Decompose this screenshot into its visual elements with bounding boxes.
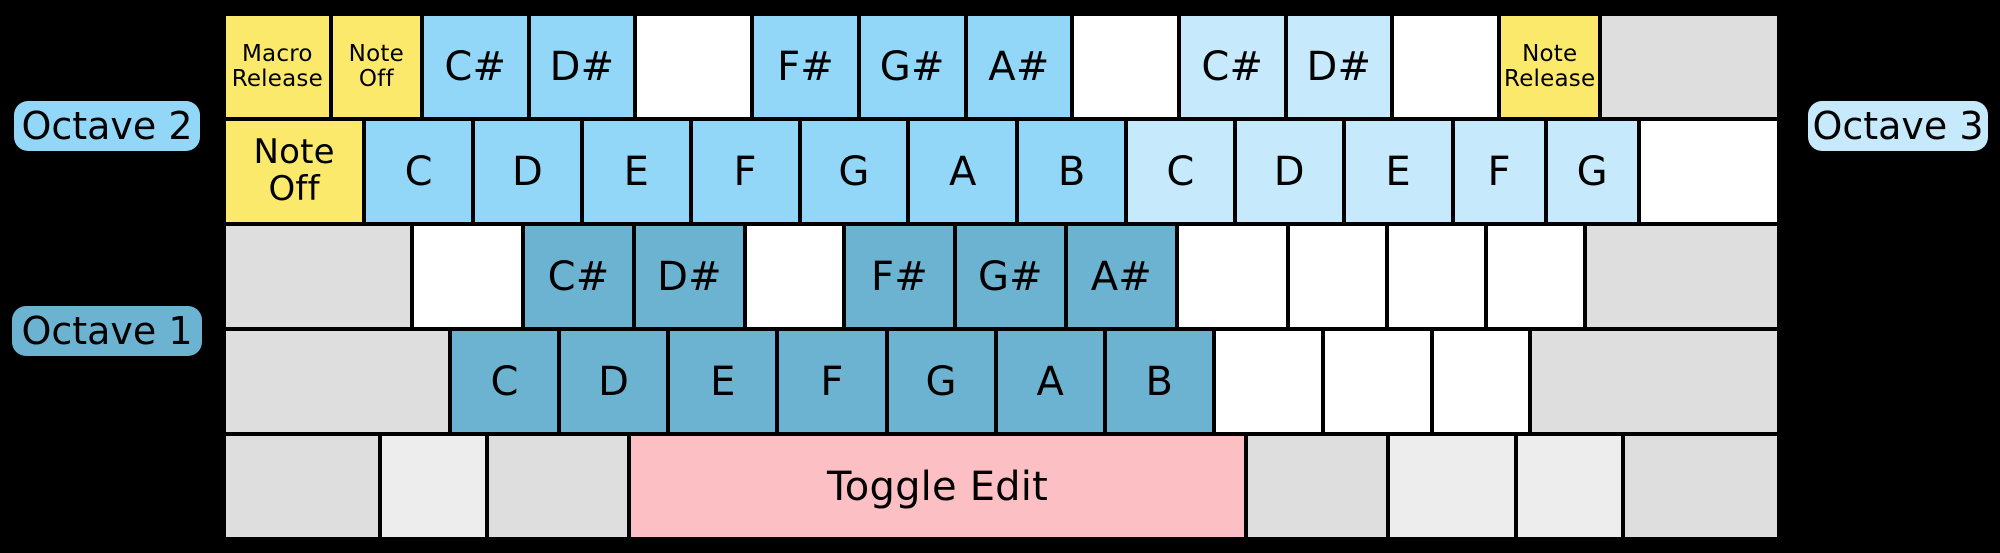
key-octave2-black-keys-dsharp-3[interactable]: D# bbox=[528, 14, 636, 119]
key-octave2-white-keys-g-5[interactable]: G bbox=[799, 119, 909, 224]
key-octave1-black-keys-blank-11[interactable] bbox=[1485, 224, 1585, 329]
key-octave2-white-keys-blank-13[interactable] bbox=[1638, 119, 1779, 224]
key-octave2-white-keys-a-6[interactable]: A bbox=[908, 119, 1018, 224]
key-octave1-black-keys-dsharp-3[interactable]: D# bbox=[634, 224, 745, 329]
key-octave1-black-keys-blank-10[interactable] bbox=[1386, 224, 1486, 329]
key-octave2-black-keys-blank-13[interactable] bbox=[1600, 14, 1779, 119]
key-octave1-white-keys-blank-9[interactable] bbox=[1323, 329, 1433, 434]
key-octave1-white-keys-blank-11[interactable] bbox=[1529, 329, 1780, 434]
key-octave1-black-keys-blank-0[interactable] bbox=[224, 224, 413, 329]
key-octave1-white-keys-blank-10[interactable] bbox=[1432, 329, 1530, 434]
key-octave2-black-keys-csharp-2[interactable]: C# bbox=[421, 14, 529, 119]
key-function-row-blank-6[interactable] bbox=[1516, 434, 1624, 539]
key-label-line: Release bbox=[1504, 66, 1596, 92]
key-octave2-black-keys-blank-4[interactable] bbox=[635, 14, 753, 119]
key-octave1-black-keys-csharp-2[interactable]: C# bbox=[523, 224, 635, 329]
key-function-row-blank-2[interactable] bbox=[486, 434, 629, 539]
key-octave1-black-keys-fsharp-5[interactable]: F# bbox=[844, 224, 955, 329]
key-octave2-white-keys-g-12[interactable]: G bbox=[1545, 119, 1639, 224]
key-label-line: Off bbox=[268, 169, 320, 209]
key-function-row-blank-4[interactable] bbox=[1246, 434, 1388, 539]
key-octave2-white-keys-b-7[interactable]: B bbox=[1017, 119, 1127, 224]
key-octave1-white-keys-f-4[interactable]: F bbox=[777, 329, 887, 434]
key-octave2-white-keys-e-3[interactable]: E bbox=[581, 119, 691, 224]
key-octave2-white-keys-c-8[interactable]: C bbox=[1126, 119, 1235, 224]
key-octave2-white-keys-e-10[interactable]: E bbox=[1343, 119, 1453, 224]
key-label-line: Note bbox=[1522, 40, 1578, 67]
key-octave2-black-keys-gsharp-6[interactable]: G# bbox=[858, 14, 966, 119]
key-label-line: Off bbox=[358, 66, 394, 92]
octave-2-badge: Octave 2 bbox=[14, 101, 200, 151]
key-label-line: Note bbox=[348, 40, 404, 67]
key-octave1-black-keys-asharp-7[interactable]: A# bbox=[1065, 224, 1177, 329]
key-label-line: Release bbox=[231, 66, 323, 92]
key-octave1-white-keys-c-1[interactable]: C bbox=[449, 329, 560, 434]
key-row-octave1-black-keys: C#D# F#G#A# bbox=[224, 224, 1780, 329]
key-octave2-black-keys-csharp-9[interactable]: C# bbox=[1178, 14, 1286, 119]
octave-3-badge-label: Octave 3 bbox=[1812, 104, 1984, 148]
key-octave1-white-keys-d-2[interactable]: D bbox=[559, 329, 669, 434]
key-row-function-row: Toggle Edit bbox=[224, 434, 1779, 539]
key-octave2-black-keys-blank-8[interactable] bbox=[1072, 14, 1179, 119]
key-octave1-white-keys-blank-0[interactable] bbox=[224, 329, 450, 434]
key-octave1-black-keys-blank-4[interactable] bbox=[744, 224, 845, 329]
octave-3-badge: Octave 3 bbox=[1808, 101, 1988, 151]
key-function-row-blank-7[interactable] bbox=[1623, 434, 1779, 539]
key-function-row-toggle-edit-3[interactable]: Toggle Edit bbox=[628, 434, 1247, 539]
key-function-row-blank-5[interactable] bbox=[1387, 434, 1517, 539]
key-octave2-white-keys-f-4[interactable]: F bbox=[690, 119, 800, 224]
key-label-line: Macro bbox=[242, 40, 313, 67]
key-octave1-black-keys-gsharp-6[interactable]: G# bbox=[954, 224, 1066, 329]
key-label-line: Note bbox=[253, 132, 335, 173]
key-octave1-white-keys-a-6[interactable]: A bbox=[995, 329, 1105, 434]
octave-1-badge: Octave 1 bbox=[12, 306, 202, 356]
key-octave1-white-keys-b-7[interactable]: B bbox=[1104, 329, 1214, 434]
key-octave1-white-keys-e-3[interactable]: E bbox=[668, 329, 778, 434]
key-octave1-white-keys-blank-8[interactable] bbox=[1213, 329, 1324, 434]
key-octave1-white-keys-g-5[interactable]: G bbox=[886, 329, 996, 434]
key-octave2-white-keys-f-11[interactable]: F bbox=[1452, 119, 1546, 224]
octave-1-badge-label: Octave 1 bbox=[21, 309, 193, 353]
key-function-row-blank-0[interactable] bbox=[224, 434, 380, 539]
key-octave1-black-keys-blank-1[interactable] bbox=[412, 224, 524, 329]
key-octave1-black-keys-blank-9[interactable] bbox=[1287, 224, 1387, 329]
key-octave1-black-keys-blank-8[interactable] bbox=[1176, 224, 1288, 329]
key-octave2-black-keys-blank-11[interactable] bbox=[1392, 14, 1499, 119]
key-octave2-black-keys-dsharp-10[interactable]: D# bbox=[1285, 14, 1393, 119]
octave-2-badge-label: Octave 2 bbox=[21, 104, 193, 148]
key-octave2-black-keys-fsharp-5[interactable]: F# bbox=[752, 14, 859, 119]
key-octave2-black-keys-asharp-7[interactable]: A# bbox=[965, 14, 1073, 119]
key-octave2-white-keys-d-2[interactable]: D bbox=[473, 119, 582, 224]
key-octave2-white-keys-d-9[interactable]: D bbox=[1234, 119, 1344, 224]
key-octave2-white-keys-c-1[interactable]: C bbox=[364, 119, 474, 224]
key-function-row-blank-1[interactable] bbox=[379, 434, 487, 539]
key-octave1-black-keys-blank-12[interactable] bbox=[1584, 224, 1780, 329]
